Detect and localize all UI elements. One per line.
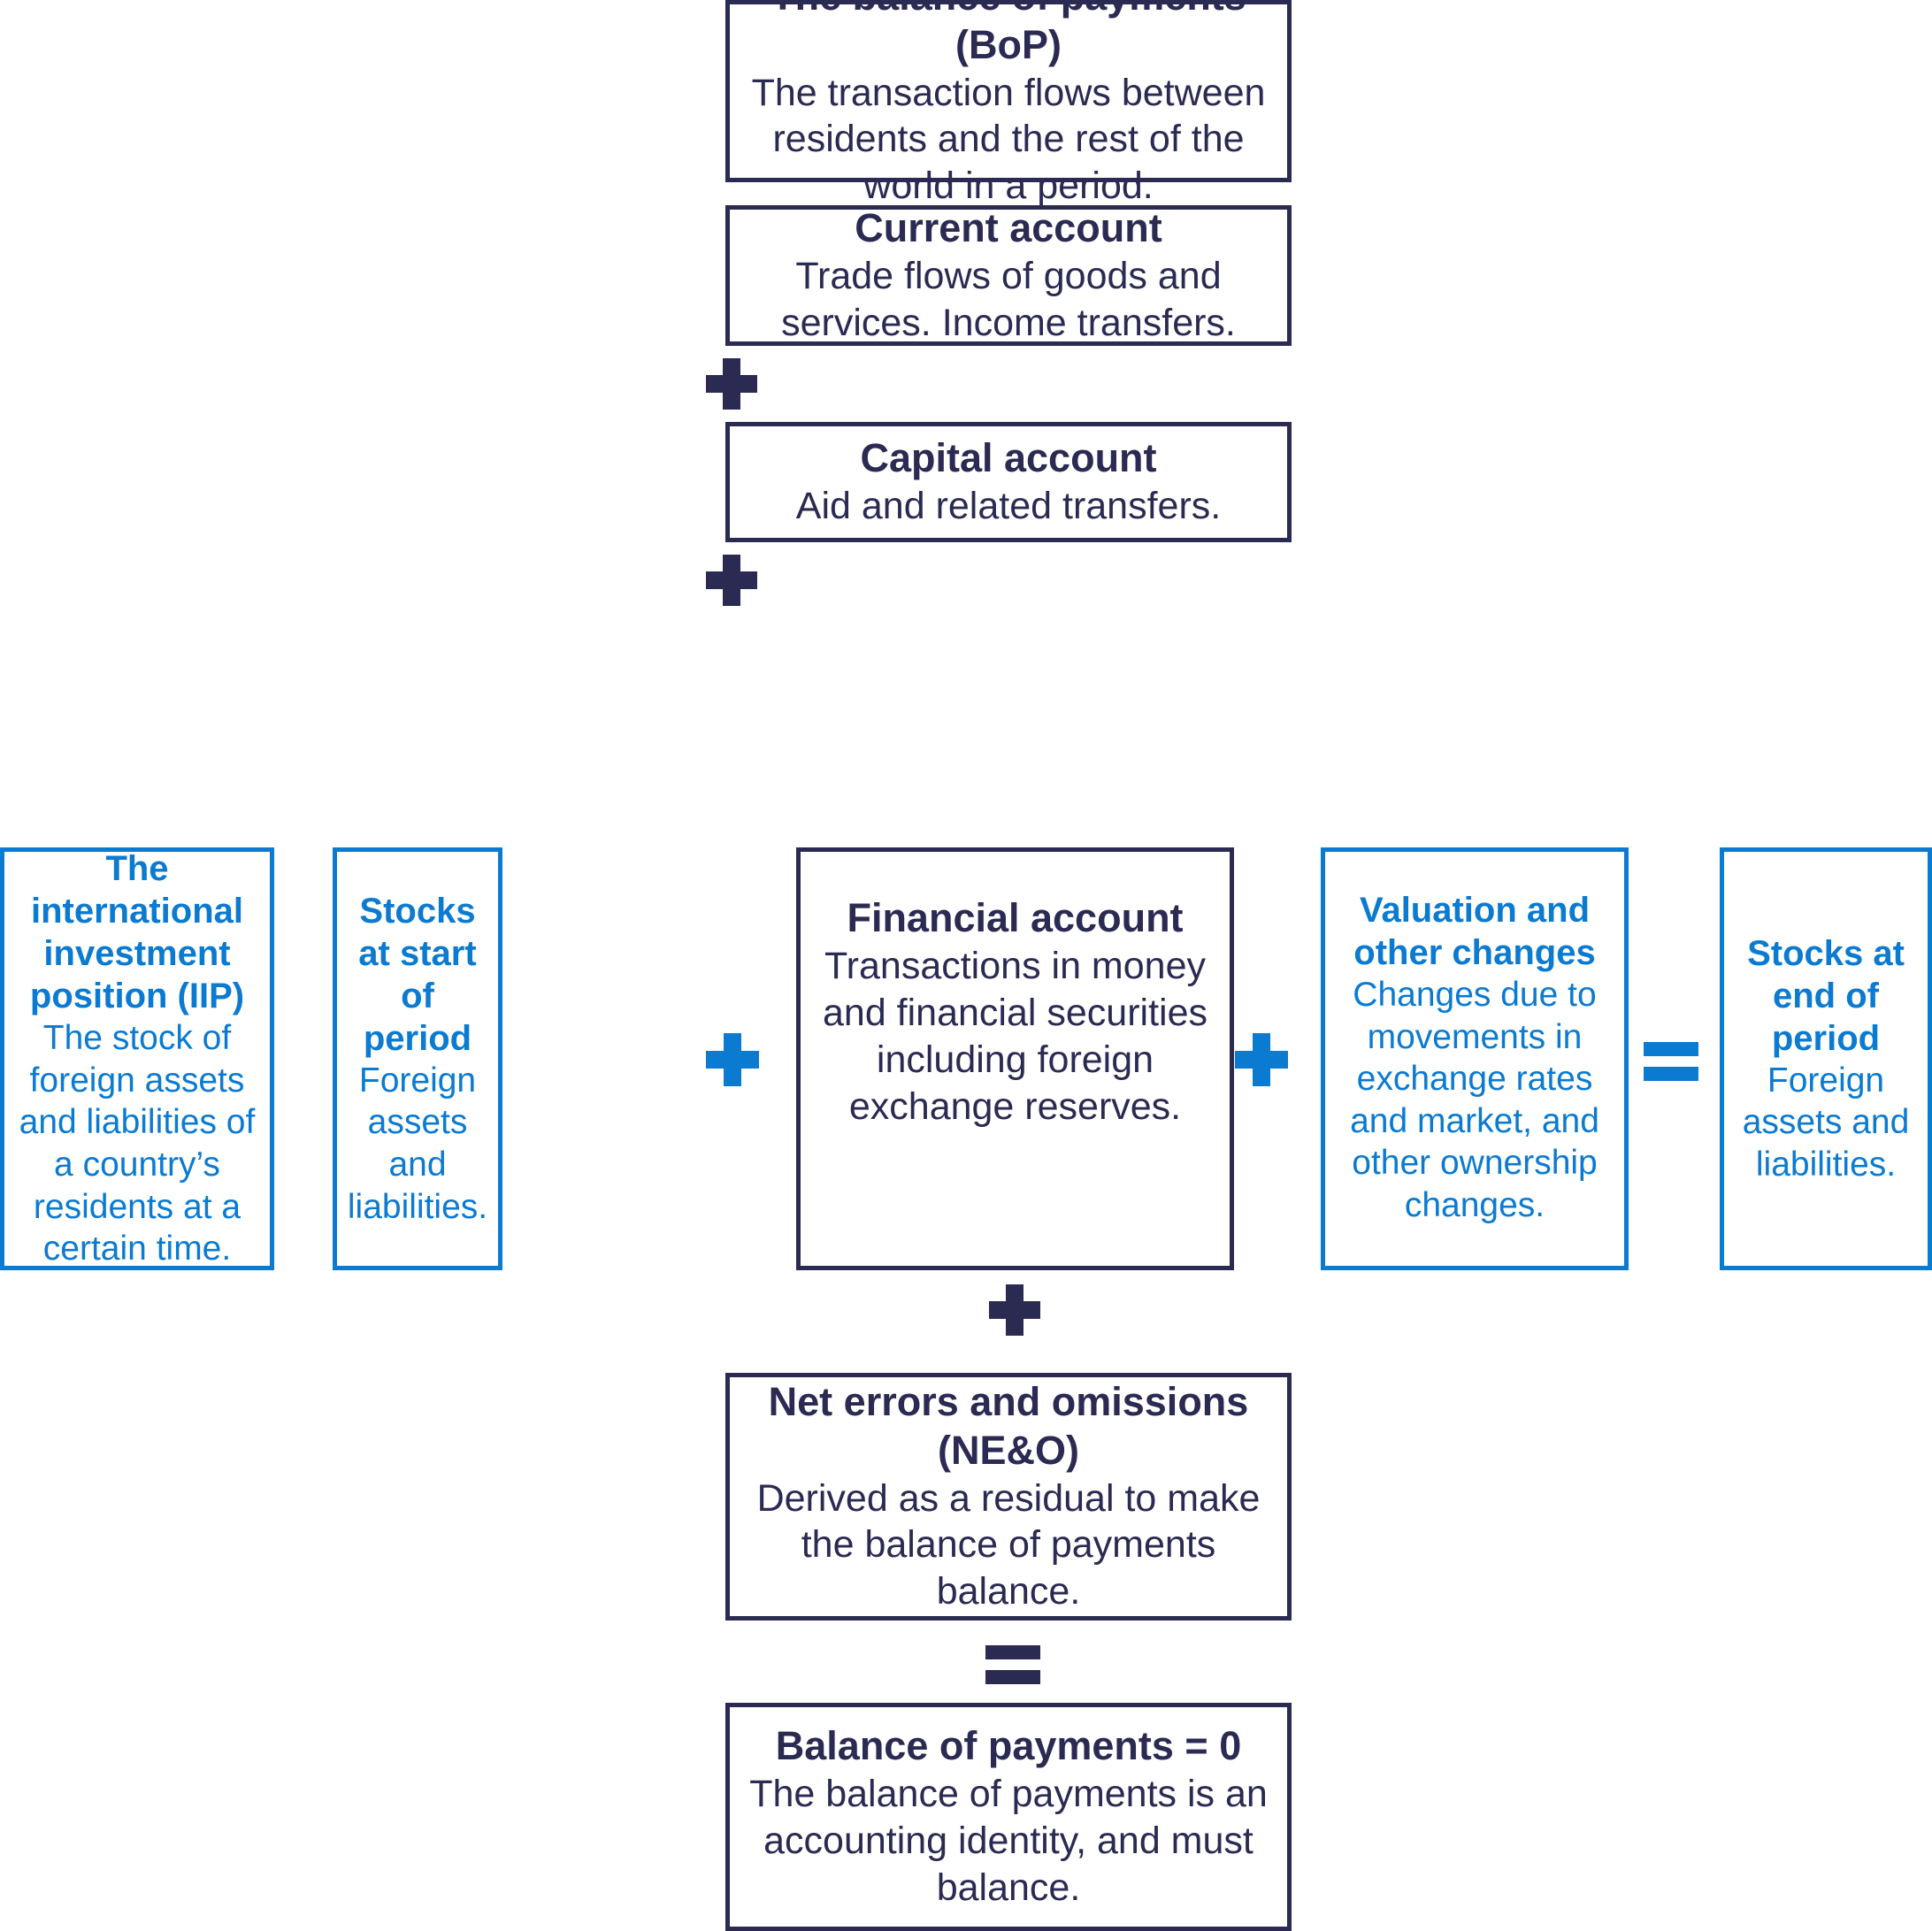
box-title: The international investment position (I… bbox=[29, 849, 245, 1016]
equals-icon-neo-bop-zero bbox=[985, 1640, 1040, 1690]
box-title: Current account bbox=[855, 205, 1162, 251]
box-current-account: Current account Trade flows of goods and… bbox=[725, 205, 1292, 346]
box-stocks-at-end-of-period: Stocks at end of period Foreign assets a… bbox=[1720, 847, 1932, 1270]
box-balance-of-payments-equals-zero: Balance of payments = 0 The balance of p… bbox=[725, 1703, 1292, 1931]
box-title: Net errors and omissions (NE&O) bbox=[768, 1378, 1249, 1473]
box-balance-of-payments: The balance of payments (BoP) The transa… bbox=[725, 0, 1292, 207]
box-description: Aid and related transfers. bbox=[795, 485, 1222, 528]
box-title: Valuation and other changes bbox=[1353, 891, 1596, 972]
box-description: The transaction flows between residents … bbox=[751, 71, 1266, 208]
plus-icon-financial-valuation bbox=[1235, 1033, 1288, 1086]
equals-icon-valuation-stocks-end bbox=[1644, 1037, 1698, 1086]
box-title: Financial account bbox=[847, 895, 1184, 940]
box-stocks-at-start-of-period: Stocks at start of period Foreign assets… bbox=[333, 847, 502, 1270]
box-title: The balance of payments (BoP) bbox=[770, 0, 1246, 67]
box-title: Capital account bbox=[860, 435, 1157, 481]
plus-icon-current-capital bbox=[706, 358, 757, 410]
box-description: Transactions in money and financial secu… bbox=[822, 944, 1208, 1128]
box-description: Derived as a residual to make the balanc… bbox=[756, 1476, 1261, 1613]
box-title: Stocks at start of period bbox=[358, 891, 477, 1058]
box-capital-account: Capital account Aid and related transfer… bbox=[725, 422, 1292, 542]
plus-icon-capital-financial bbox=[706, 555, 757, 606]
box-international-investment-position: The international investment position (I… bbox=[0, 847, 274, 1270]
box-description: Foreign assets and liabilities. bbox=[347, 1061, 488, 1226]
box-description: Foreign assets and liabilities. bbox=[1742, 1061, 1910, 1184]
box-valuation-and-other-changes: Valuation and other changes Changes due … bbox=[1321, 847, 1629, 1270]
box-description: The balance of payments is an accounting… bbox=[749, 1773, 1268, 1909]
plus-icon-stocks-financial bbox=[706, 1033, 759, 1086]
box-title: Stocks at end of period bbox=[1747, 933, 1905, 1058]
box-description: Trade flows of goods and services. Incom… bbox=[781, 255, 1236, 344]
box-net-errors-and-omissions: Net errors and omissions (NE&O) Derived … bbox=[725, 1373, 1292, 1621]
box-description: Changes due to movements in exchange rat… bbox=[1350, 976, 1599, 1224]
box-description: The stock of foreign assets and liabilit… bbox=[19, 1019, 256, 1268]
box-title: Balance of payments = 0 bbox=[775, 1723, 1242, 1769]
plus-icon-financial-neo bbox=[989, 1284, 1040, 1336]
box-financial-account: Financial account Transactions in money … bbox=[796, 847, 1234, 1270]
